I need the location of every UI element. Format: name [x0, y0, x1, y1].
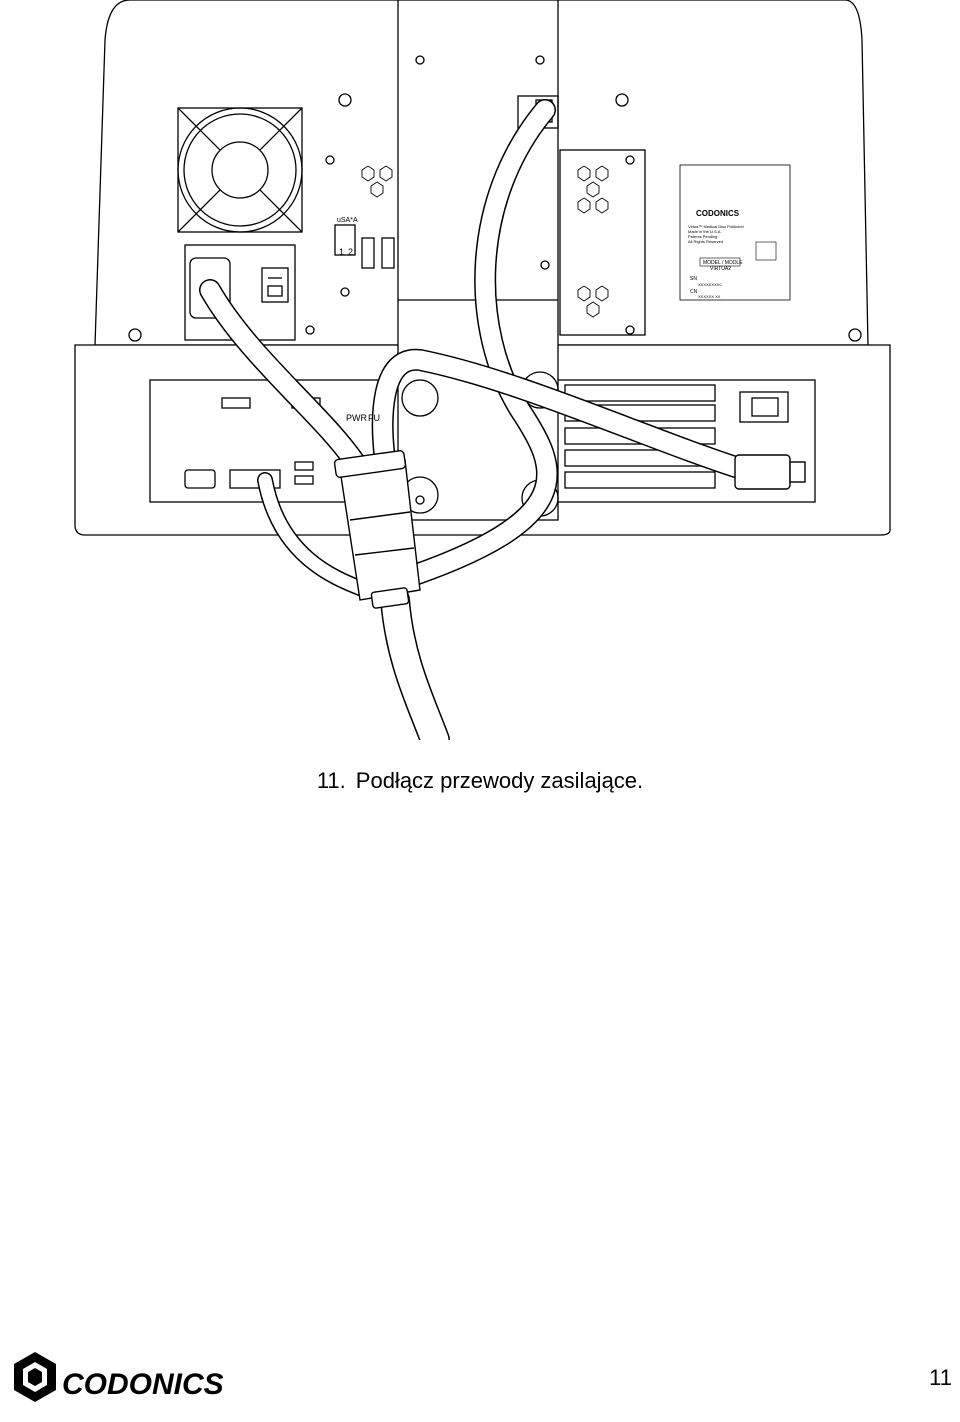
cn-label: CN: [690, 289, 698, 295]
slot-1-label: 1: [339, 247, 344, 257]
fan-icon: [177, 107, 303, 233]
step-caption: 11. Podłącz przewody zasilające.: [0, 768, 960, 794]
power-switch: [739, 391, 789, 423]
ethernet-port: [229, 469, 281, 489]
slot-2-label: 2: [348, 247, 353, 257]
sn-label: SN: [690, 276, 697, 282]
vent-panel: [559, 149, 646, 336]
page-number: 11: [929, 1365, 952, 1390]
footer-brand: CODONICS: [62, 1368, 224, 1401]
cn-value: XXXXXX XX: [698, 294, 721, 299]
power-switch-upper: [261, 267, 289, 303]
serial-port: [184, 469, 216, 489]
usb-port-2: [294, 475, 314, 485]
fu-label: FU: [368, 413, 380, 423]
codonics-mark-icon: [14, 1352, 56, 1402]
step-text: Podłącz przewody zasilające.: [355, 768, 644, 793]
label-notice-1: Virtua™ Medical Disc Publisher: [688, 224, 745, 229]
model-value: VIRTUA2: [710, 266, 731, 272]
vent-holes: [577, 165, 609, 318]
cable-splitter: [333, 450, 421, 609]
model-label: MODEL / MODLE: [703, 260, 743, 266]
label-plate: [679, 164, 791, 301]
device-rear-illustration: uSA*A 1 2 PWR FU CODONICS Virtua™ Medica…: [74, 0, 891, 740]
sn-value: XXXXXXXXC: [698, 282, 722, 287]
label-notice-4: All Rights Reserved: [688, 239, 723, 244]
label-brand: CODONICS: [696, 209, 740, 218]
pwr-label: PWR: [346, 413, 367, 423]
screw-icons: [128, 93, 862, 342]
label-notice-3: Patents Pending: [688, 234, 717, 239]
power-inlet: [189, 257, 231, 319]
power-cables: [199, 99, 756, 740]
label-notice-2: Made in the U.S.A.: [688, 229, 722, 234]
usb-port-1: [294, 461, 314, 471]
power-plug: [734, 454, 806, 490]
usb-a-label: uSA*A: [337, 217, 358, 224]
codonics-logo: CODONICS: [14, 1352, 224, 1402]
step-number: 11.: [316, 768, 346, 793]
